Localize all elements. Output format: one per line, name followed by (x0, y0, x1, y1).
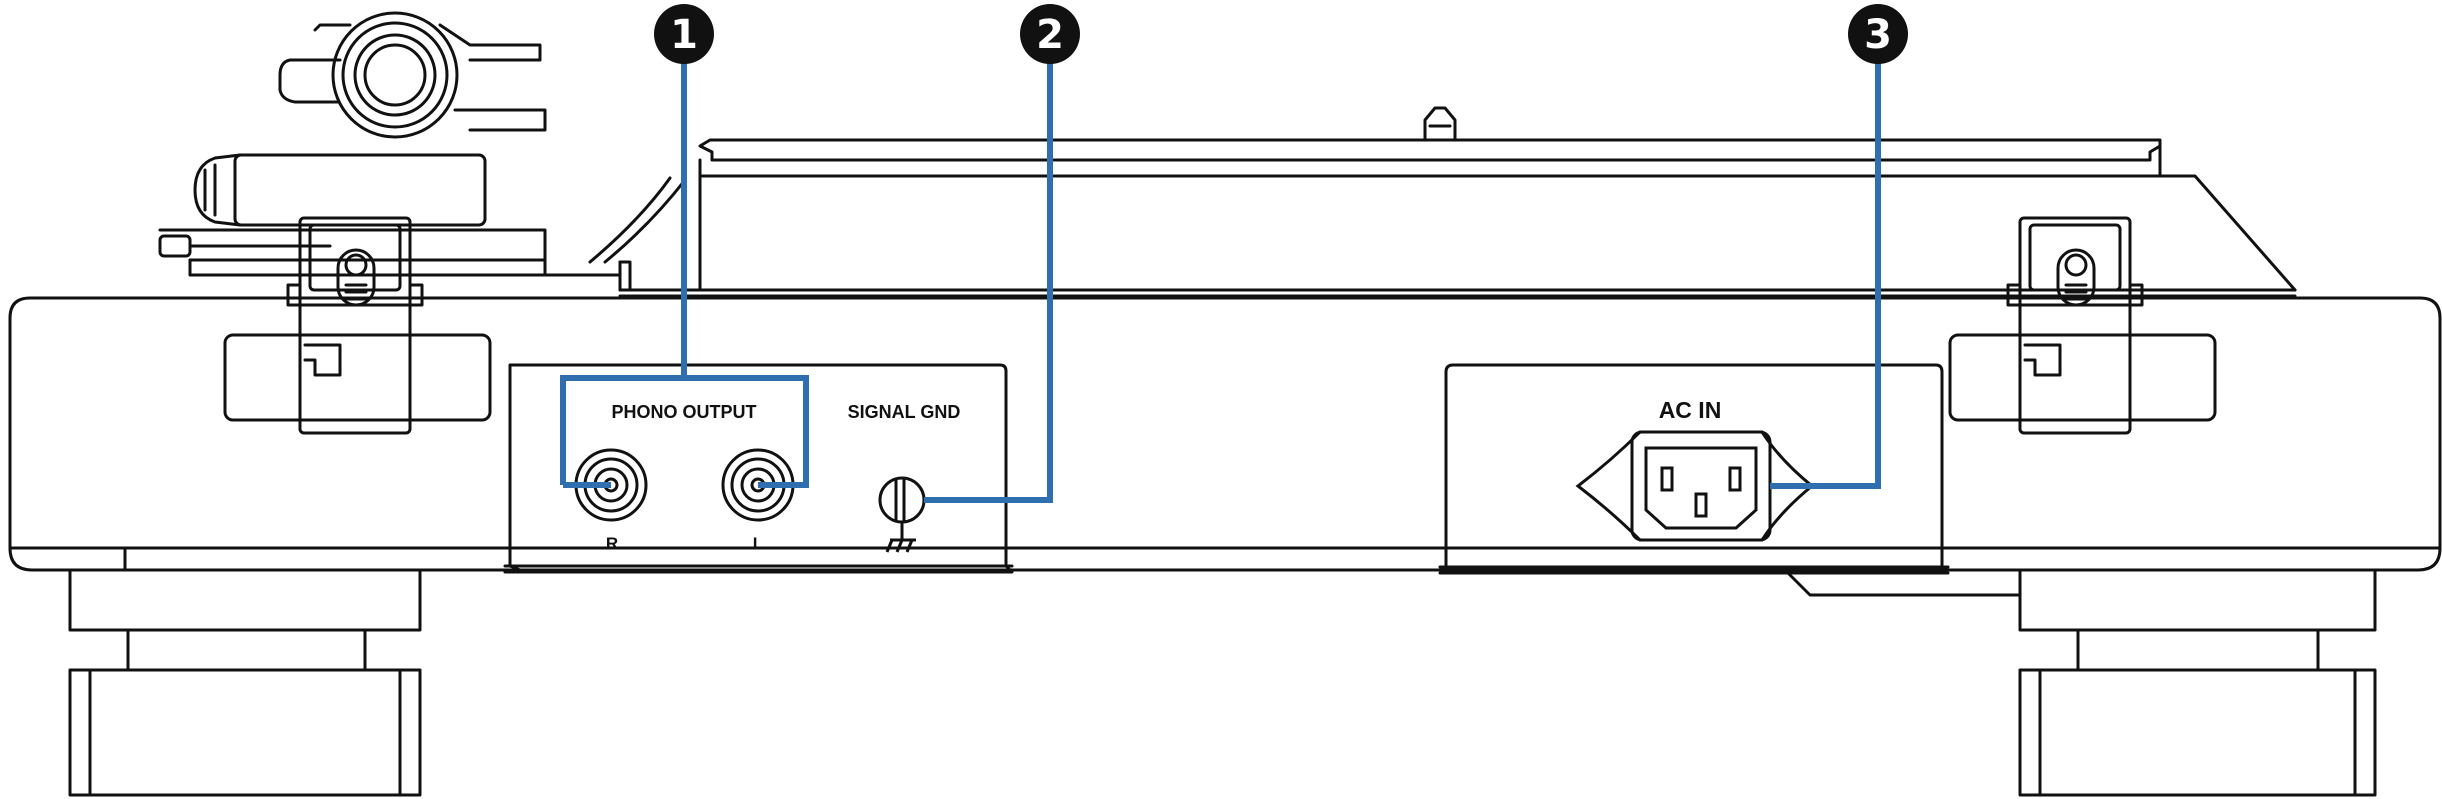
tonearm-assembly (158, 11, 687, 292)
signal-gnd-label: SIGNAL GND (848, 402, 961, 422)
callout-badge-2: 2 (1020, 4, 1080, 64)
callout-number-3: 3 (1864, 12, 1892, 58)
left-channel-label: L (753, 534, 763, 553)
ground-screw-icon[interactable] (878, 476, 926, 524)
hinge-right (2006, 216, 2144, 435)
ac-panel (1438, 363, 1950, 575)
foot-right (2018, 568, 2377, 797)
output-terminal-panel (503, 363, 1014, 574)
callout-line-2 (924, 50, 1053, 503)
ground-symbol-icon (885, 522, 916, 553)
callout-line-1-bracket (560, 375, 809, 488)
callout-badge-3: 3 (1848, 4, 1908, 64)
plinth-body (8, 296, 2442, 597)
phono-output-label: PHONO OUTPUT (611, 402, 756, 422)
ac-in-label: AC IN (1659, 397, 1722, 423)
callout-lines (560, 50, 1881, 503)
callout-number-1: 1 (670, 12, 698, 58)
hinge-left (286, 216, 424, 435)
callout-number-2: 2 (1036, 12, 1064, 58)
callout-badge-1: 1 (654, 4, 714, 64)
right-channel-label: R (606, 534, 618, 553)
dust-cover (618, 106, 2297, 298)
ac-inlet-icon[interactable] (1575, 430, 1815, 542)
callout-line-3 (1770, 50, 1881, 489)
foot-left (68, 568, 422, 797)
